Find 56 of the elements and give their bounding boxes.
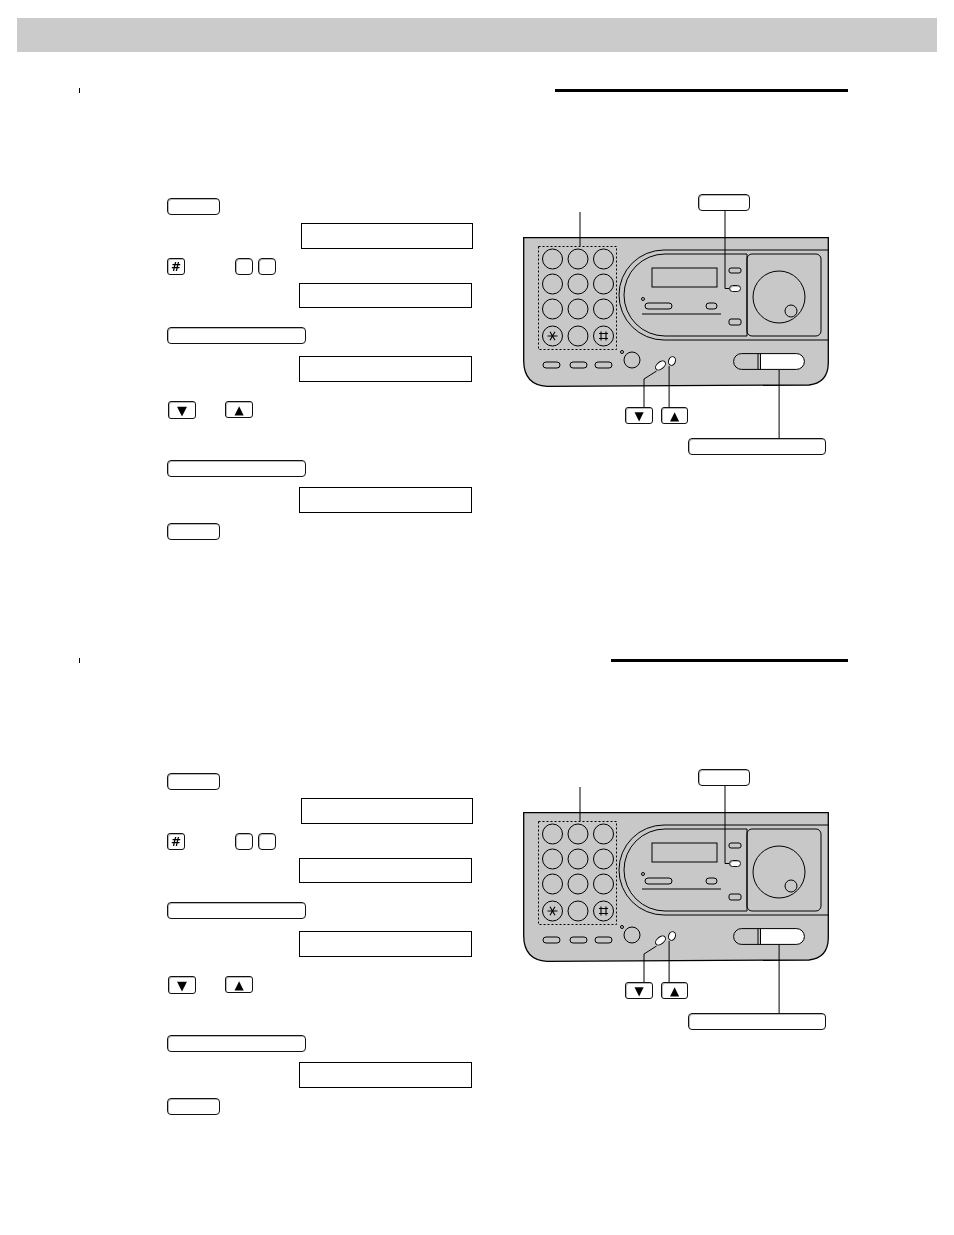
oval-key-icon xyxy=(668,356,676,366)
leader-line xyxy=(643,945,658,983)
leader-line xyxy=(778,369,780,439)
key-cap: # xyxy=(167,833,185,850)
fax-panel-drawing xyxy=(523,812,829,962)
key-cap: ▲ xyxy=(661,982,688,999)
fax-panel-drawing xyxy=(523,237,829,387)
blank-key-icon xyxy=(258,833,276,850)
blank-key-icon xyxy=(698,769,750,786)
key-cap: ▲ xyxy=(225,976,253,993)
keypad-drawing xyxy=(538,821,617,925)
blank-key-icon xyxy=(235,833,253,850)
blank-key-icon xyxy=(167,773,220,790)
key-cap: ▼ xyxy=(168,401,196,419)
blank-key-icon xyxy=(729,860,741,867)
key-cap: ▼ xyxy=(625,407,653,424)
leader-line xyxy=(724,785,730,864)
leader-line xyxy=(668,365,670,408)
keypad-drawing xyxy=(538,246,617,350)
display-screen xyxy=(301,798,473,824)
slide-lever-icon xyxy=(733,928,805,945)
display-screen xyxy=(301,223,473,249)
oval-key-icon xyxy=(654,360,667,371)
key-cap: ▼ xyxy=(625,982,653,999)
display-screen xyxy=(299,283,472,308)
display-screen xyxy=(299,931,472,957)
blank-key-icon xyxy=(167,198,220,215)
display-screen xyxy=(299,858,472,883)
leader-line xyxy=(778,944,780,1014)
leader-line xyxy=(643,370,658,408)
leader-line xyxy=(579,786,581,822)
display-screen xyxy=(299,487,472,513)
blank-key-icon xyxy=(688,1013,826,1030)
key-cap: ▲ xyxy=(661,407,688,424)
blank-key-icon xyxy=(258,258,276,275)
slide-lever-icon xyxy=(733,353,805,370)
leader-line xyxy=(579,211,581,247)
key-cap: # xyxy=(167,258,185,275)
oval-key-icon xyxy=(668,931,676,941)
blank-key-icon xyxy=(167,1098,220,1115)
key-cap: ▼ xyxy=(168,976,196,994)
blank-key-icon xyxy=(167,1035,306,1052)
oval-key-icon xyxy=(654,935,667,946)
blank-key-icon xyxy=(167,523,220,540)
blank-key-icon xyxy=(698,194,750,211)
blank-key-icon xyxy=(167,902,306,919)
leader-line xyxy=(724,210,730,289)
display-screen xyxy=(299,1062,472,1088)
key-cap: ▲ xyxy=(225,401,253,418)
blank-key-icon xyxy=(167,460,306,477)
blank-key-icon xyxy=(688,438,826,455)
leader-line xyxy=(668,940,670,983)
blank-key-icon xyxy=(235,258,253,275)
blank-key-icon xyxy=(167,327,306,344)
blank-key-icon xyxy=(729,285,741,292)
display-screen xyxy=(299,356,472,382)
